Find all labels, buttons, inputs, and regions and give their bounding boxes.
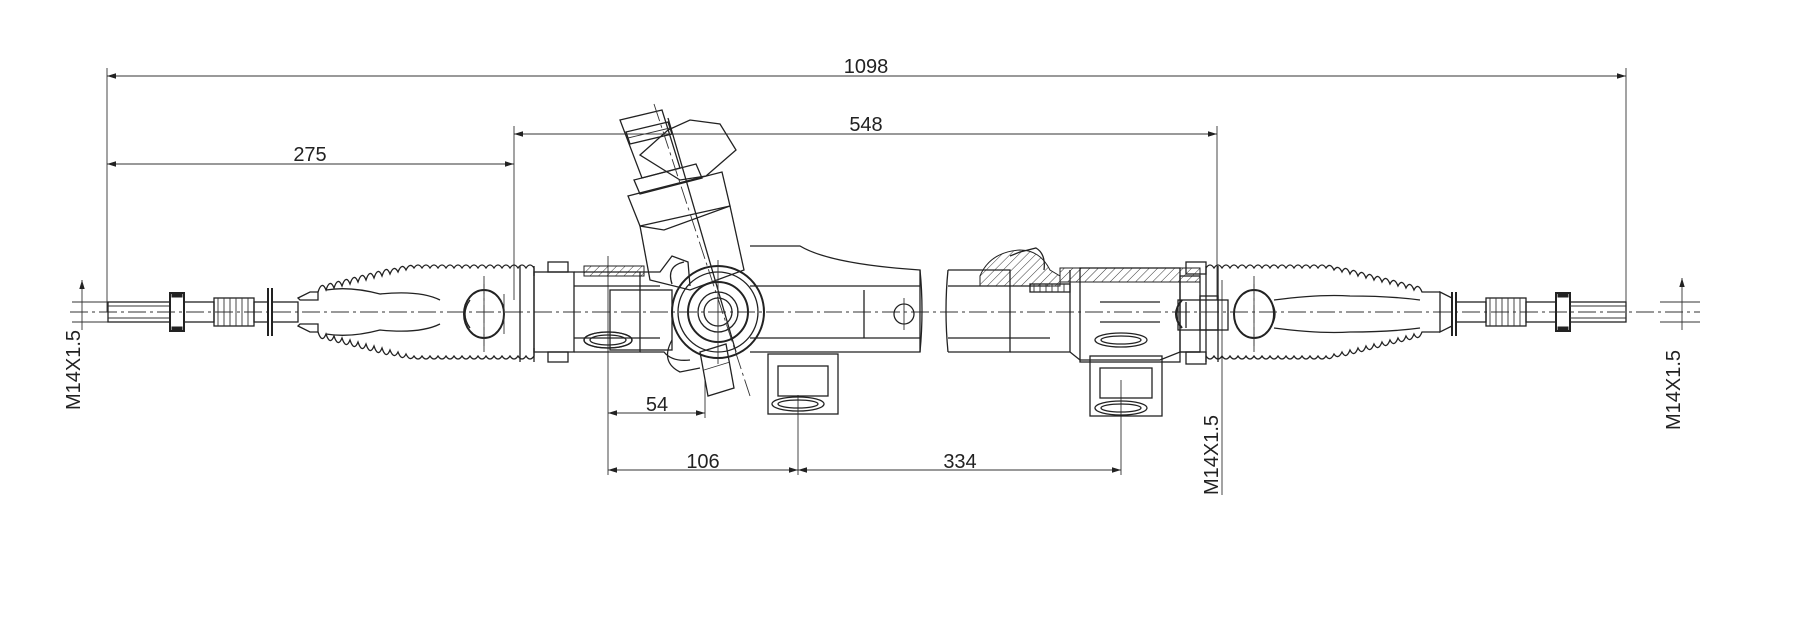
left-bellows-boot	[296, 264, 535, 362]
dimension-left-offset: 275	[107, 144, 514, 167]
dim-left-offset: 275	[293, 144, 326, 166]
dim-inner-span: 548	[849, 114, 882, 136]
right-bellows-boot	[1205, 264, 1457, 360]
dimension-pinion: 54	[607, 256, 706, 475]
right-tie-rod	[1455, 292, 1627, 332]
dimension-mounts: 106 334	[608, 380, 1122, 475]
left-mount-bracket	[583, 289, 839, 415]
pinion-housing	[619, 103, 751, 397]
thread-label-right-inner: M14X1.5	[1201, 415, 1223, 495]
pinion-gear-section	[666, 260, 765, 373]
rack-housing-left	[533, 255, 691, 363]
dim-pinion-offset: 54	[646, 394, 668, 416]
thread-label-left: M14X1.5	[63, 330, 85, 410]
dim-mount-spacing: 334	[943, 451, 976, 473]
rack-housing-right	[979, 247, 1207, 365]
dim-overall-length: 1098	[844, 56, 889, 78]
thread-callout-right-inner: M14X1.5	[1201, 280, 1223, 495]
thread-label-right: M14X1.5	[1663, 350, 1685, 430]
thread-callout-left: M14X1.5	[63, 280, 112, 410]
dimension-overall: 1098	[106, 56, 1627, 312]
thread-callout-right: M14X1.5	[1660, 278, 1700, 430]
left-tie-rod	[107, 288, 299, 336]
right-mount-bracket	[1089, 355, 1163, 417]
dimension-inner-span: 548	[513, 114, 1218, 300]
dim-mount-offset: 106	[686, 451, 719, 473]
